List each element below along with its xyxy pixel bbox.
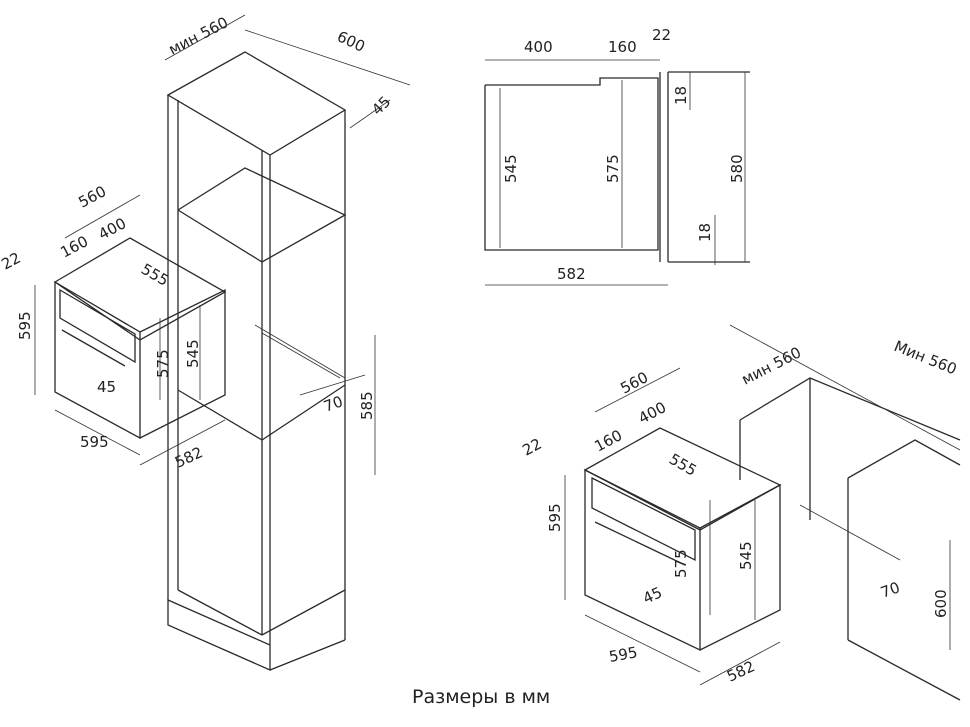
right-panel-label: 22 [519,435,544,460]
left-oven-front-height-label: 595 [16,311,34,340]
left-oven-body-height-2-label: 545 [184,339,202,368]
right-min-width-left-label: мин 560 [739,343,804,388]
right-body-depth-label: 400 [635,398,669,427]
side-niche-height-label: 580 [728,154,746,183]
right-vent-label: 70 [878,578,902,601]
left-oven [34,194,227,466]
right-body-width-label: 555 [666,450,700,480]
right-body-height-1-label: 575 [672,549,690,578]
left-oven-front-width-label: 595 [80,433,109,451]
left-oven-body-depth-label: 400 [95,214,129,243]
units-caption: Размеры в мм [412,686,550,708]
side-body-height-label: 545 [502,154,520,183]
side-body-depth-label: 400 [524,38,553,56]
column-dimensions [164,14,411,475]
side-panel-label: 22 [652,26,671,44]
right-width-top-label: 560 [617,368,651,397]
side-inner-height-label: 575 [604,154,622,183]
right-front-width-label: 595 [608,643,639,666]
right-front-height-label: 595 [546,503,564,532]
left-oven-width-top-label: 560 [75,182,109,211]
side-total-depth-label: 582 [557,265,586,283]
right-oven [564,324,961,701]
left-oven-total-depth-label: 582 [172,443,206,471]
left-oven-panel-label: 22 [0,249,24,274]
left-oven-body-height-1-label: 575 [154,349,172,378]
right-total-depth-label: 582 [724,657,758,685]
right-front-depth-label: 160 [591,426,625,455]
column-back-gap-label: 45 [368,93,394,119]
column-depth-label: 600 [334,27,368,55]
left-oven-body-width-label: 555 [138,260,172,290]
side-top-gap-label: 18 [672,86,690,105]
side-bottom-gap-label: 18 [696,223,714,242]
column-niche-height-label: 585 [358,391,376,420]
column-min-width-label: мин 560 [166,13,231,58]
right-min-width-right-label: Мин 560 [892,337,960,378]
column-cabinet [166,51,347,671]
side-front-depth-label: 160 [608,38,637,56]
column-vent-label: 70 [321,392,345,415]
side-view [484,59,750,286]
right-niche-height-label: 600 [932,589,950,618]
left-oven-front-depth-label: 160 [57,232,91,261]
right-offset-label: 45 [640,583,665,607]
left-oven-offset-label: 45 [97,378,116,396]
right-body-height-2-label: 545 [737,541,755,570]
